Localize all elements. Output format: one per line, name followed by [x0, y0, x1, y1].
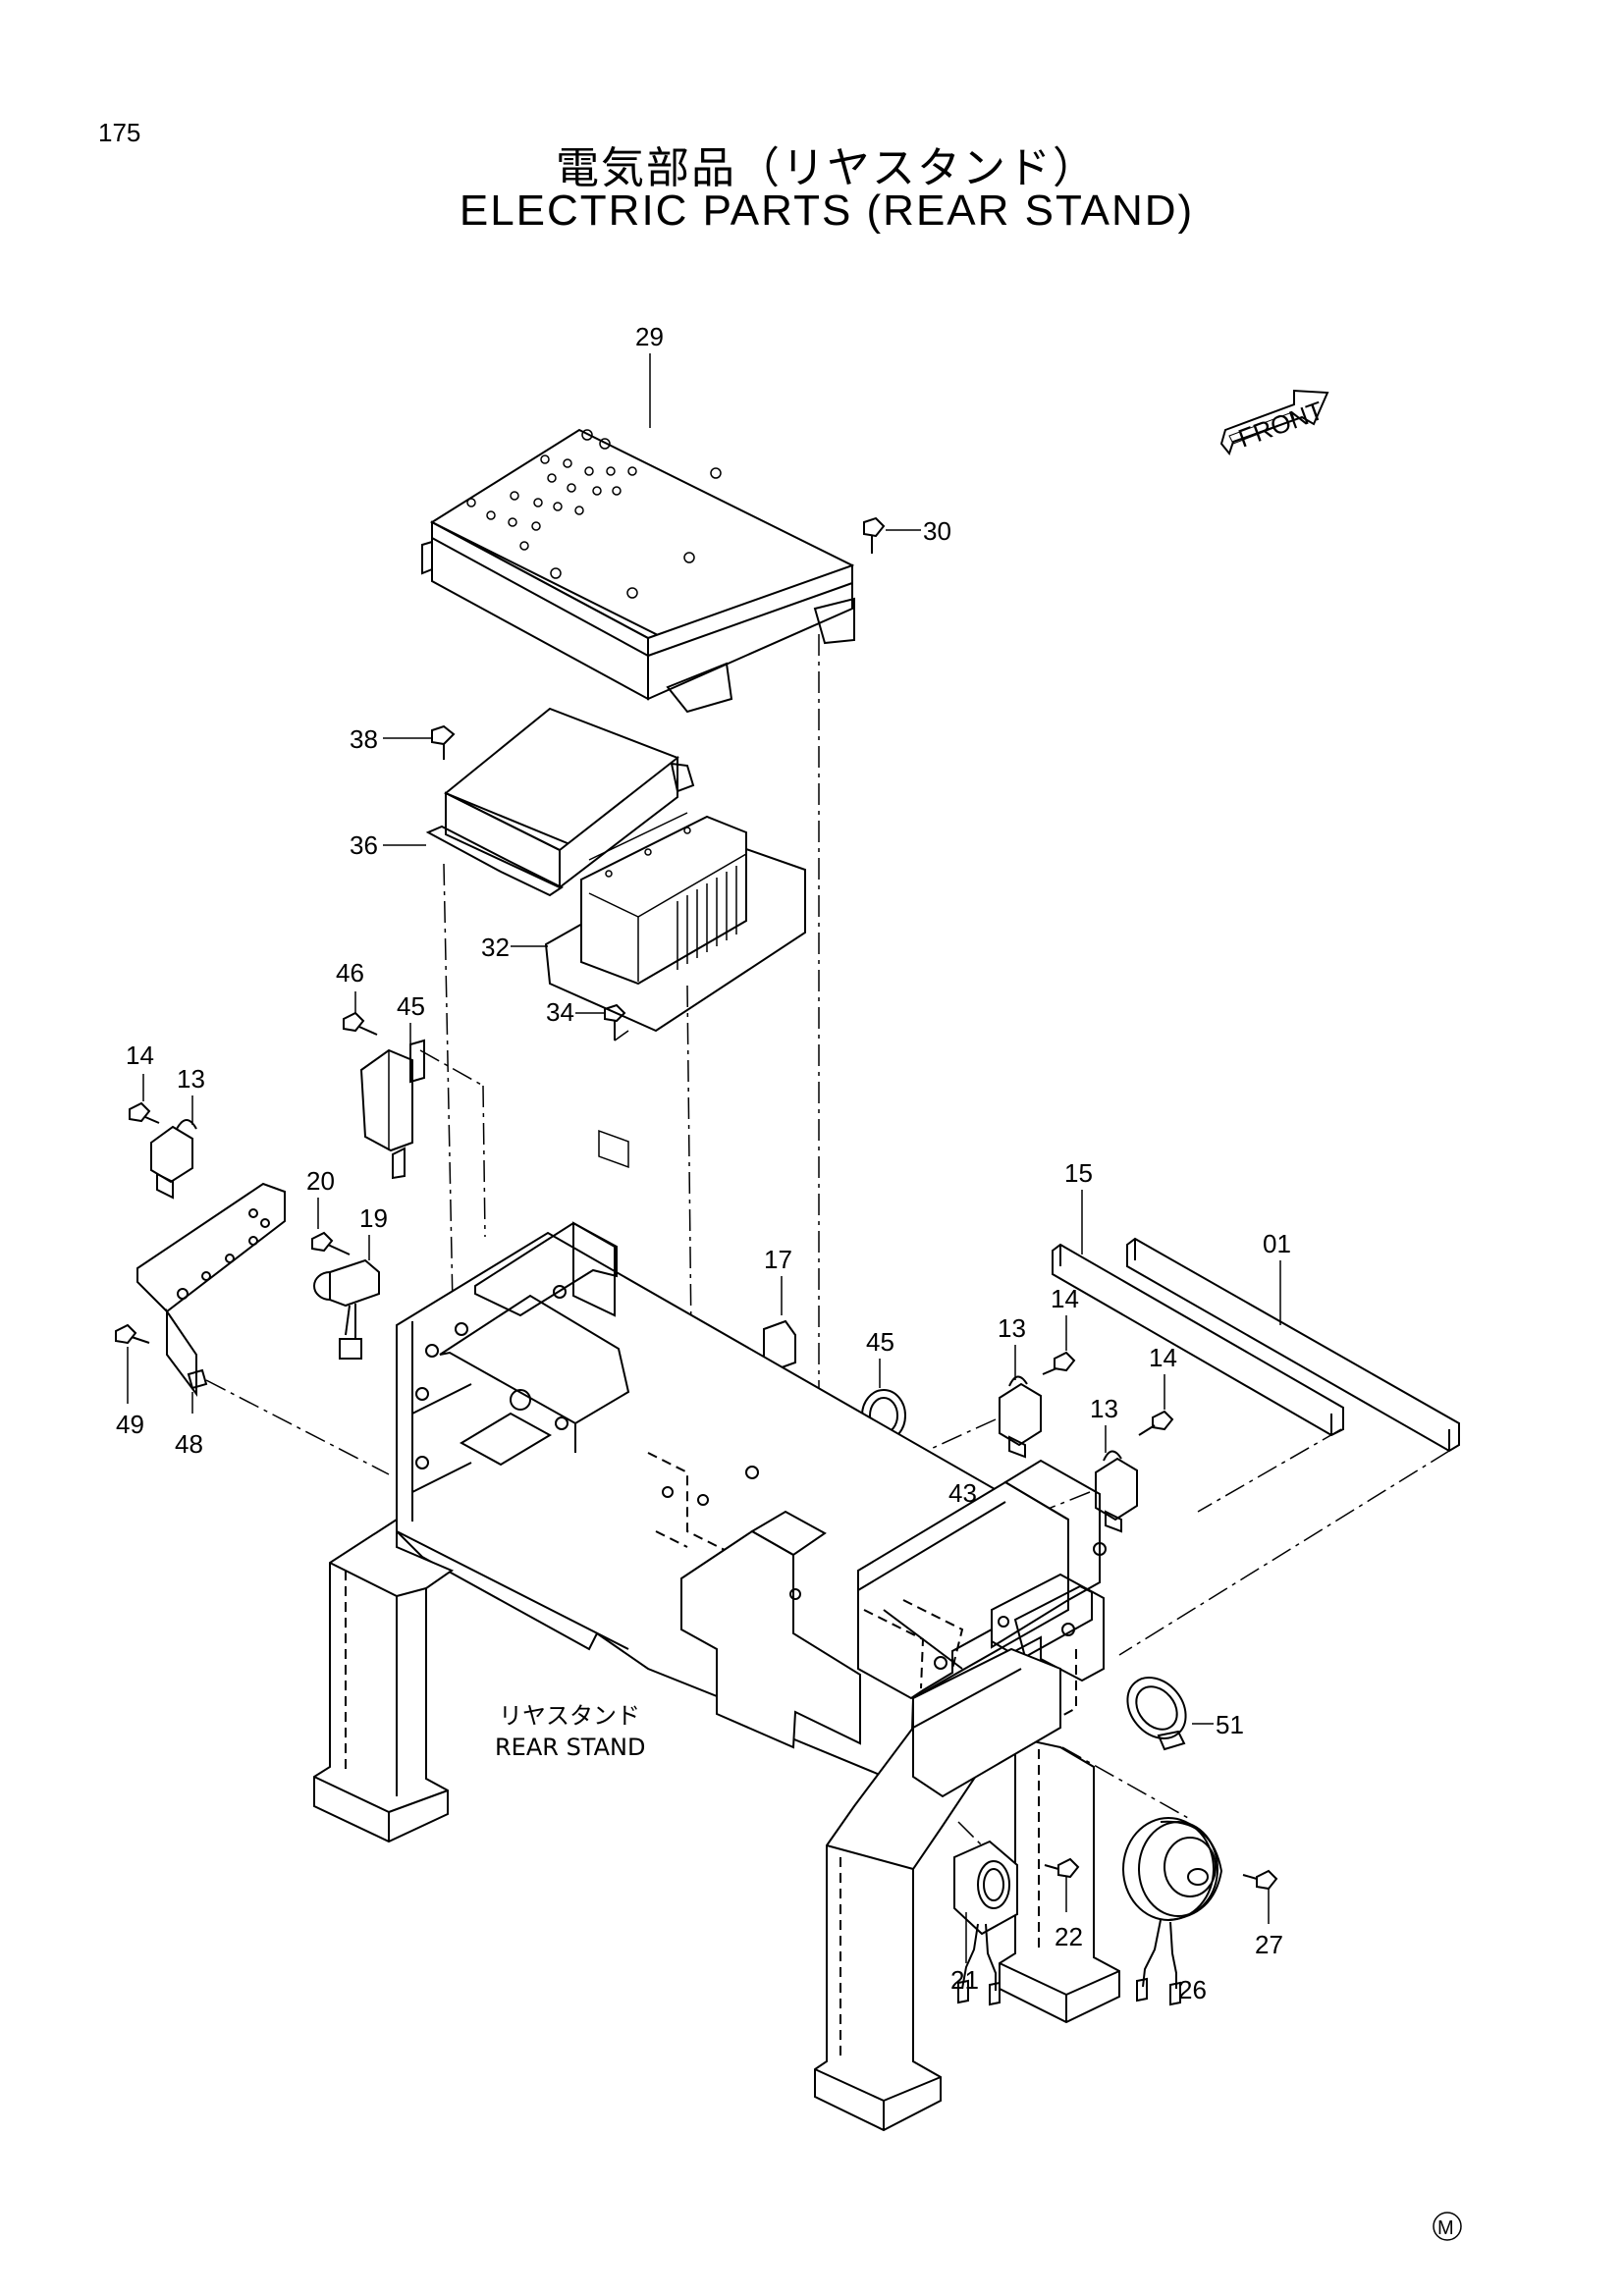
- page-title-english: ELECTRIC PARTS (REAR STAND): [459, 187, 1195, 235]
- callout-27: 27: [1255, 1930, 1283, 1959]
- callout-29: 29: [635, 322, 664, 351]
- callout-45-right: 45: [866, 1327, 894, 1357]
- callout-13-right-a: 13: [998, 1313, 1026, 1343]
- callout-45-left: 45: [397, 991, 425, 1021]
- callout-22: 22: [1055, 1922, 1083, 1951]
- harness-01: [1127, 1239, 1459, 1451]
- horn-21: [954, 1842, 1017, 2004]
- callout-32: 32: [481, 933, 510, 962]
- relay-45: [361, 1041, 424, 1178]
- callout-13-right-b: 13: [1090, 1394, 1118, 1423]
- bolt-34-icon: [575, 1005, 628, 1041]
- callout-34: 34: [546, 997, 574, 1027]
- callout-21: 21: [950, 1965, 979, 1995]
- callout-19: 19: [359, 1203, 388, 1233]
- rear-stand-label-jp: リヤスタンド: [499, 1702, 640, 1730]
- bolt-22-icon: [1045, 1859, 1078, 1877]
- callout-48: 48: [175, 1429, 203, 1459]
- bolt-14-left-icon: [130, 1103, 159, 1123]
- callout-14-left: 14: [126, 1041, 154, 1070]
- circled-m-mark: M: [1434, 2213, 1461, 2240]
- callout-43: 43: [948, 1478, 977, 1508]
- callout-01: 01: [1263, 1229, 1291, 1258]
- callout-26: 26: [1178, 1975, 1207, 2004]
- callout-17: 17: [764, 1245, 792, 1274]
- controller-36: [428, 709, 693, 895]
- callout-14-right-b: 14: [1149, 1343, 1177, 1372]
- callout-30: 30: [923, 516, 951, 546]
- callout-14-right-a: 14: [1051, 1284, 1079, 1313]
- bolt-38-icon: [383, 726, 454, 760]
- bolt-20-icon: [312, 1233, 350, 1255]
- front-label: FRONT: [1234, 396, 1327, 454]
- relay-13-left: [151, 1120, 196, 1198]
- clamp-51: [1115, 1666, 1214, 1750]
- callout-46: 46: [336, 958, 364, 988]
- rear-stand-frame: [314, 1223, 1119, 2130]
- page-title-japanese: 電気部品（リヤスタンド）: [556, 143, 1098, 193]
- callout-20: 20: [306, 1166, 335, 1196]
- heatsink-unit-32: [511, 813, 805, 1167]
- mark-letter: M: [1437, 2217, 1454, 2239]
- bolt-49-icon: [116, 1325, 149, 1343]
- switch-19: [314, 1260, 379, 1359]
- bolt-27-icon: [1243, 1871, 1276, 1889]
- horn-26: [1123, 1818, 1221, 2004]
- bolt-14-right-a-icon: [1043, 1353, 1074, 1374]
- bolt-14-right-b-icon: [1139, 1412, 1172, 1435]
- front-arrow-icon: FRONT: [1221, 391, 1327, 454]
- callout-36: 36: [350, 830, 378, 860]
- callout-38: 38: [350, 724, 378, 754]
- page-number: 175: [98, 118, 141, 147]
- callout-51: 51: [1216, 1710, 1244, 1739]
- callout-13-left: 13: [177, 1064, 205, 1094]
- relay-13-right-a: [1000, 1376, 1041, 1457]
- callout-49: 49: [116, 1410, 144, 1439]
- bracket-48: [137, 1184, 285, 1394]
- callout-15: 15: [1064, 1158, 1093, 1188]
- harness-15: [1053, 1245, 1343, 1435]
- relay-13-right-b: [1096, 1451, 1137, 1531]
- bolt-46-icon: [344, 1013, 377, 1035]
- bolt-30-icon: [864, 518, 921, 554]
- controller-box-29: [422, 430, 854, 712]
- rear-stand-label-en: REAR STAND: [495, 1734, 645, 1761]
